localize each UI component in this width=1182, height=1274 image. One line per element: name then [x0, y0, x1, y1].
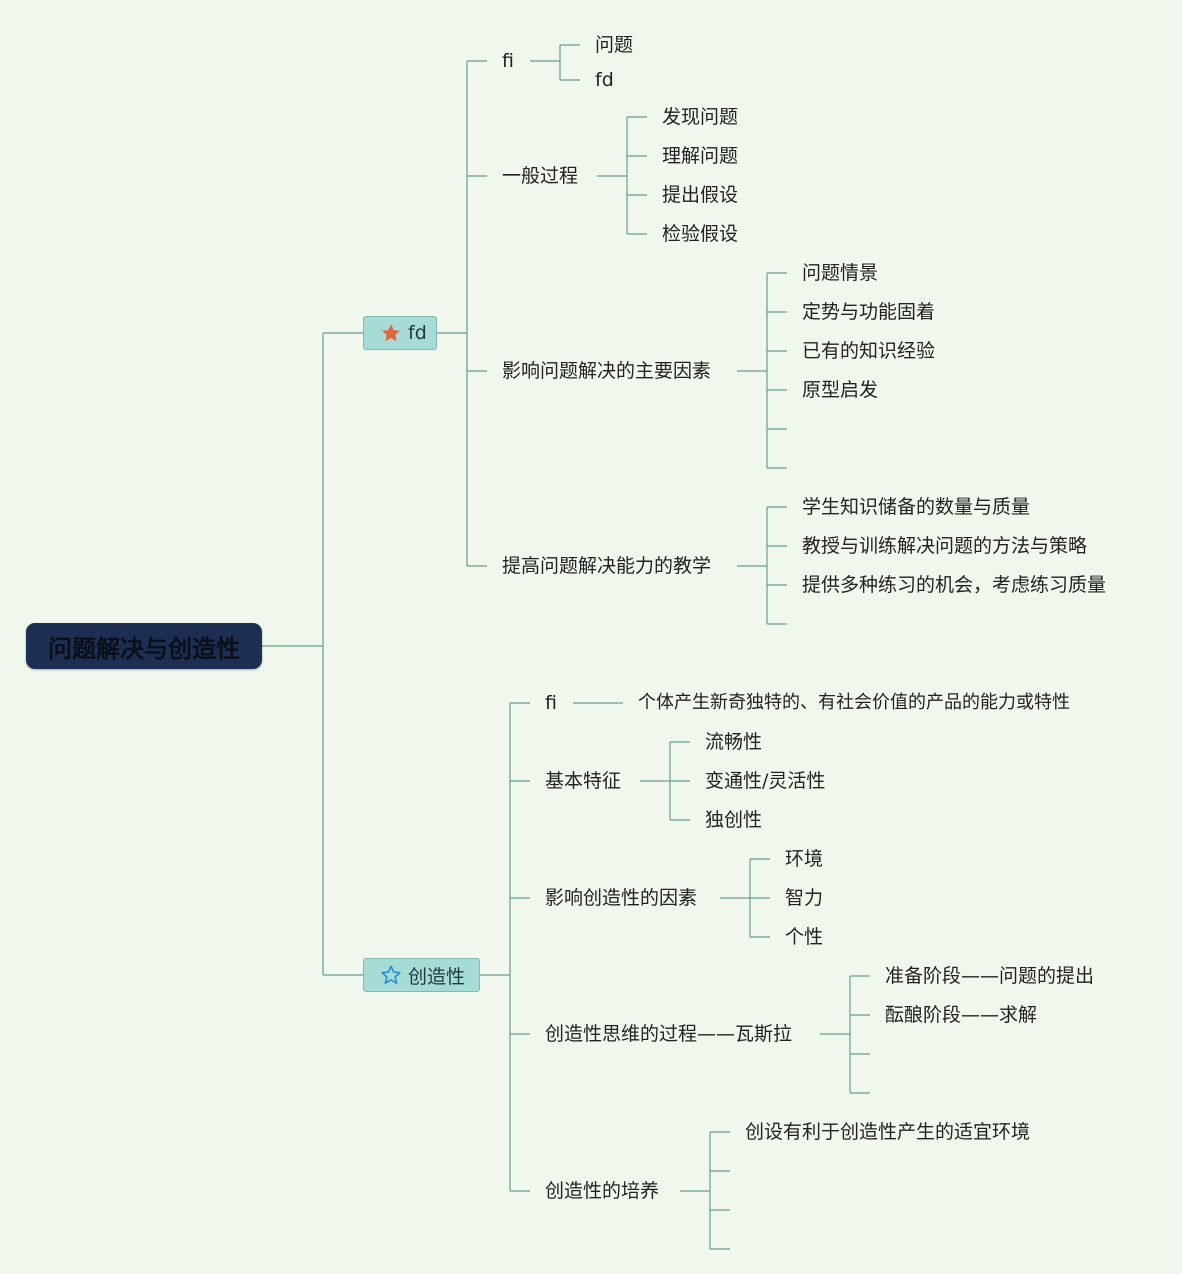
topic-thinking-process[interactable]: 创造性思维的过程——瓦斯拉 — [545, 1023, 793, 1045]
leaf[interactable]: 智力 — [785, 887, 824, 909]
topic-cultivation[interactable]: 创造性的培养 — [545, 1180, 660, 1202]
topic-basic-features[interactable]: 基本特征 — [545, 770, 622, 792]
star-filled-icon — [380, 322, 402, 344]
topic-definition[interactable]: fi — [545, 692, 557, 714]
leaf[interactable]: 准备阶段——问题的提出 — [885, 965, 1095, 987]
leaf[interactable]: 提出假设 — [662, 184, 739, 206]
branch-label: fd — [408, 322, 427, 344]
leaf[interactable]: 原型启发 — [802, 379, 879, 401]
leaf[interactable]: 个体产生新奇独特的、有社会价值的产品的能力或特性 — [638, 692, 1070, 713]
leaf[interactable]: 学生知识储备的数量与质量 — [802, 496, 1031, 518]
branch-node-problem-solving[interactable]: fd — [363, 316, 437, 350]
topic-teaching[interactable]: 提高问题解决能力的教学 — [502, 555, 712, 577]
leaf[interactable]: 环境 — [785, 848, 824, 870]
leaf[interactable]: 问题情景 — [802, 262, 879, 284]
leaf[interactable]: 已有的知识经验 — [802, 340, 936, 362]
leaf[interactable]: 变通性/灵活性 — [705, 770, 826, 792]
leaf[interactable]: 个性 — [785, 926, 824, 948]
leaf[interactable]: 检验假设 — [662, 223, 739, 245]
leaf[interactable]: 教授与训练解决问题的方法与策略 — [802, 535, 1088, 557]
leaf[interactable]: 独创性 — [705, 809, 763, 831]
topic-general-process[interactable]: 一般过程 — [502, 165, 579, 187]
root-label: 问题解决与创造性 — [48, 634, 240, 663]
topic-creativity-factors[interactable]: 影响创造性的因素 — [545, 887, 698, 909]
leaf[interactable]: 理解问题 — [662, 145, 739, 167]
leaf[interactable]: fd — [595, 69, 614, 91]
leaf[interactable]: 酝酿阶段——求解 — [885, 1004, 1038, 1026]
topic-influencing-factors[interactable]: 影响问题解决的主要因素 — [502, 360, 712, 382]
leaf[interactable]: 提供多种练习的机会，考虑练习质量 — [802, 574, 1107, 596]
branch-node-creativity[interactable]: 创造性 — [363, 958, 480, 992]
root-node[interactable]: 问题解决与创造性 — [26, 623, 262, 669]
leaf[interactable]: 流畅性 — [705, 731, 763, 753]
leaf[interactable]: 问题 — [595, 34, 634, 56]
leaf[interactable]: 创设有利于创造性产生的适宜环境 — [745, 1121, 1031, 1143]
leaf[interactable]: 定势与功能固着 — [802, 301, 936, 323]
branch-label: 创造性 — [408, 965, 466, 988]
star-outline-icon — [380, 964, 402, 986]
leaf[interactable]: 发现问题 — [662, 106, 739, 128]
topic-definition[interactable]: fi — [502, 50, 514, 72]
